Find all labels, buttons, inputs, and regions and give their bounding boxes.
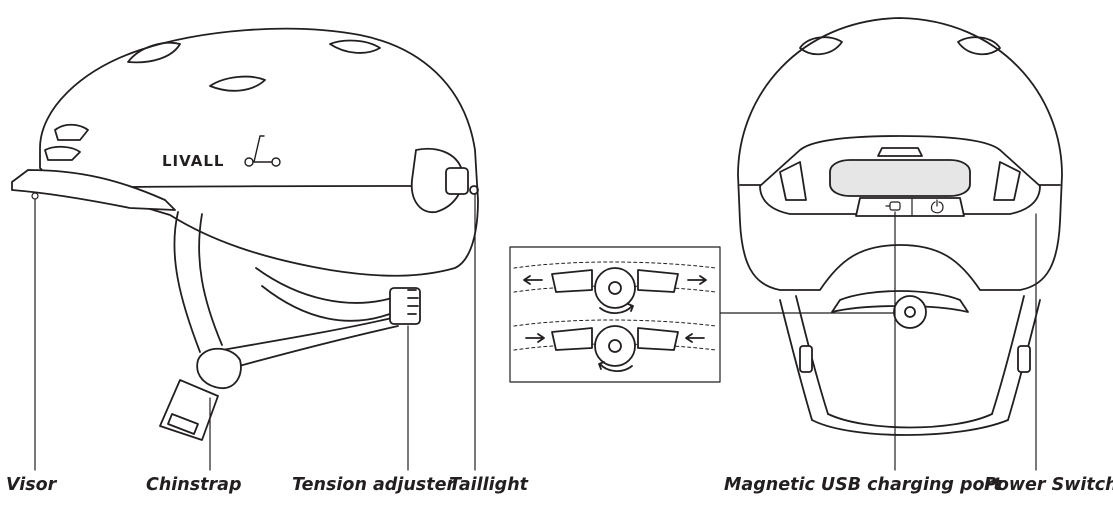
arrow-right-icon (687, 275, 707, 285)
chinstrap-label: Chinstrap (146, 475, 242, 495)
tension-adjuster-label: Tension adjuster (292, 475, 456, 495)
tension-adjuster-inset (509, 246, 721, 383)
rear-vent-right (957, 36, 1001, 56)
rear-strap-right (991, 295, 1041, 421)
chinstrap-buckle-slot (167, 413, 199, 435)
helmet-rear-view (737, 17, 1063, 436)
chinstrap-buckle (159, 379, 219, 441)
rotate-arrow-icon (598, 361, 633, 372)
tension-adjuster-dial (389, 287, 421, 325)
inset-arm-left-lower (551, 327, 593, 351)
side-vent-5 (44, 145, 81, 161)
inset-dial-upper (594, 267, 636, 309)
rear-light-bar (829, 159, 971, 197)
side-strap-front (255, 267, 396, 322)
helmet-side-view: LIVALL (11, 27, 479, 441)
visor-label: Visor (6, 475, 57, 495)
inset-arm-right-upper (637, 269, 679, 293)
leader-lines (31, 192, 1037, 471)
arrow-left-icon (523, 275, 543, 285)
rear-cradle (811, 413, 1009, 436)
taillight-knob (445, 167, 469, 195)
chinstrap-slider (196, 347, 242, 389)
side-vent-2 (209, 75, 266, 92)
power-icon (930, 199, 944, 214)
tension-adjuster-ribs (407, 289, 419, 315)
rotate-arrow-icon (599, 303, 634, 314)
side-vent-4 (54, 123, 89, 141)
rear-light-top-cutout (877, 147, 923, 157)
side-strap-lower (221, 317, 399, 369)
inset-arm-left-upper (551, 269, 593, 293)
side-vent-1 (127, 41, 181, 64)
rear-strap-buckle-right (1017, 345, 1031, 373)
rear-light-side-right (993, 161, 1021, 201)
magnet-usb-icon (885, 201, 901, 211)
inset-dial-lower-hub (608, 339, 622, 353)
inset-dial-upper-hub (608, 281, 622, 295)
rear-vent-left (799, 36, 843, 56)
scooter-icon (244, 135, 281, 167)
side-shell (39, 27, 479, 277)
control-panel (855, 197, 965, 217)
rear-tension-dial (893, 295, 927, 329)
visor-pointer-dot (31, 192, 39, 200)
inset-dial-lower (594, 325, 636, 367)
brand-logo: LIVALL (162, 152, 224, 170)
inset-arm-right-lower (637, 327, 679, 351)
taillight-button (469, 185, 479, 195)
visor-shape (11, 169, 176, 211)
rear-tension-dial-hub (904, 306, 916, 318)
rear-strap-buckle-left (799, 345, 813, 373)
arrow-left-icon (525, 333, 545, 343)
power-switch-label: Power Switch (984, 475, 1113, 495)
side-vent-3 (329, 39, 381, 54)
taillight-label: Taillight (449, 475, 529, 495)
side-strap-back (173, 211, 223, 353)
rear-light-side-left (779, 161, 807, 201)
side-rear-unit (410, 148, 464, 213)
usb-port-label: Magnetic USB charging port (724, 475, 1002, 495)
arrow-right-icon (685, 333, 705, 343)
